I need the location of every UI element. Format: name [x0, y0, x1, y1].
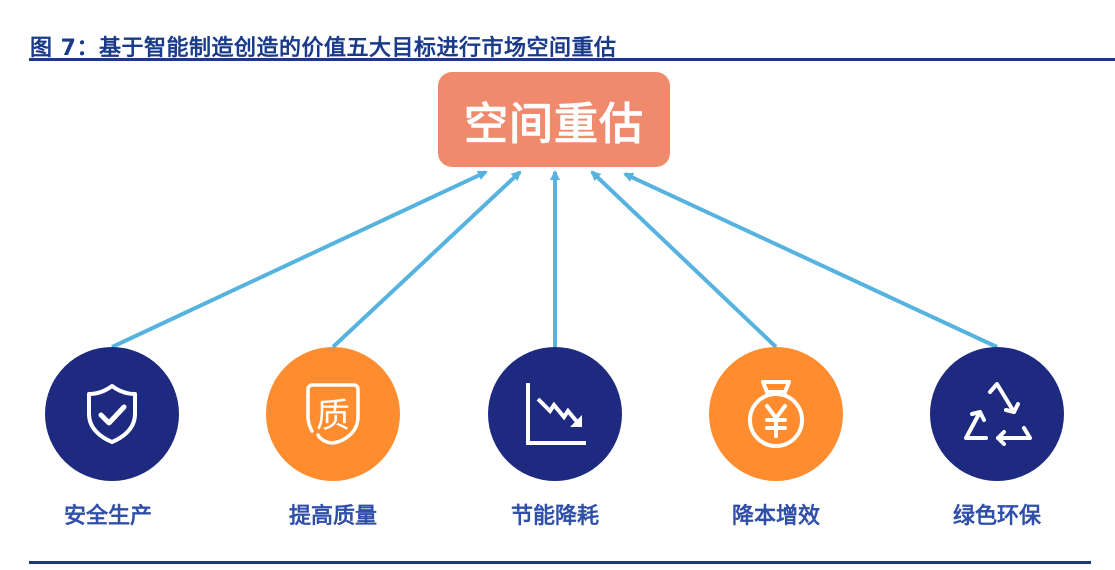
title-divider	[29, 58, 1115, 61]
arrow-green	[623, 172, 998, 349]
bottom-divider	[29, 561, 1091, 564]
node-label-safety: 安全生产	[63, 504, 152, 529]
center-node-space-revaluation: 空间重估	[438, 72, 670, 167]
declining-chart-icon	[526, 383, 586, 445]
node-label-green: 绿色环保	[952, 504, 1041, 529]
arrow-cost	[590, 170, 778, 349]
node-safety	[45, 347, 179, 481]
arrow-safety	[111, 170, 488, 349]
arrow-quality	[331, 170, 522, 349]
node-label-cost: 降本增效	[731, 504, 820, 529]
node-quality: 质	[266, 347, 400, 481]
shield-check-icon	[87, 384, 137, 444]
node-energy	[488, 347, 622, 481]
svg-text:质: 质	[316, 396, 350, 436]
quality-badge-icon: 质	[306, 383, 360, 445]
recycle-icon	[964, 382, 1032, 446]
figure-title: 图 7：基于智能制造创造的价值五大目标进行市场空间重估	[30, 36, 617, 61]
node-cost	[709, 347, 843, 481]
node-label-quality: 提高质量	[288, 504, 377, 529]
center-node-label: 空间重估	[464, 98, 644, 150]
node-label-energy: 节能降耗	[510, 504, 599, 529]
node-green	[930, 347, 1064, 481]
money-bag-yen-icon	[748, 380, 804, 448]
